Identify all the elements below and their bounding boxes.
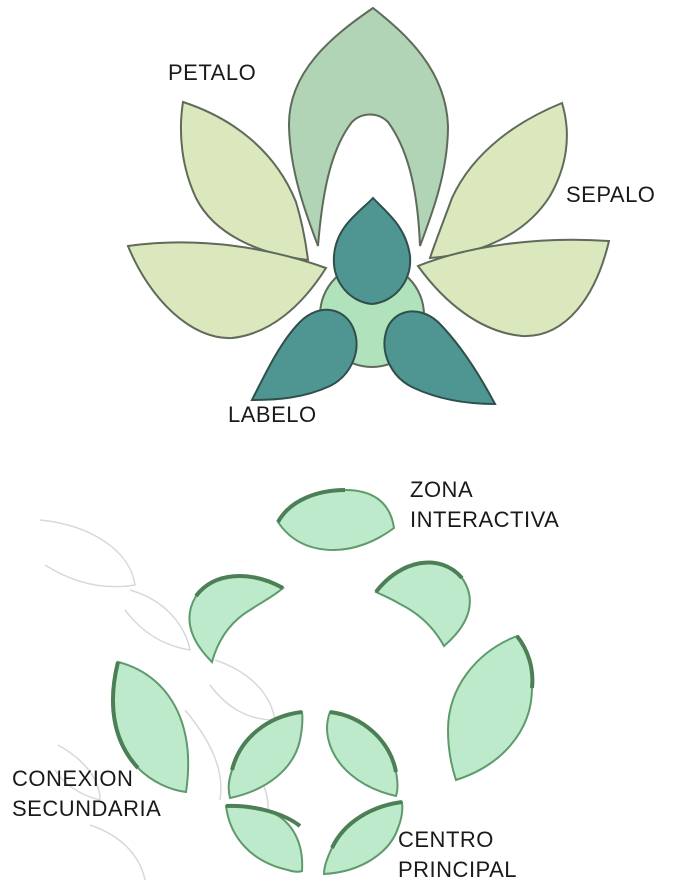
label-petalo: PETALO bbox=[168, 58, 256, 88]
segment-right-leaf bbox=[448, 636, 532, 780]
label-centro-line-1: CENTRO bbox=[398, 825, 517, 855]
label-sepalo-text: SEPALO bbox=[566, 180, 655, 210]
label-labelo: LABELO bbox=[228, 400, 317, 430]
label-petalo-text: PETALO bbox=[168, 58, 256, 88]
label-conexion-line-1: CONEXION bbox=[12, 764, 161, 794]
segment-top bbox=[278, 490, 394, 550]
segments bbox=[113, 490, 532, 874]
label-labelo-text: LABELO bbox=[228, 400, 317, 430]
ghost-arc-1 bbox=[40, 520, 135, 587]
label-conexion-line-2: SECUNDARIA bbox=[12, 794, 161, 824]
label-conexion-secundaria: CONEXION SECUNDARIA bbox=[12, 764, 161, 824]
ghost-arc-2 bbox=[125, 590, 190, 650]
label-zona-line-2: INTERACTIVA bbox=[410, 505, 559, 535]
label-sepalo: SEPALO bbox=[566, 180, 655, 210]
ghost-arc-3 bbox=[210, 660, 275, 720]
label-centro-line-2: PRINCIPAL bbox=[398, 855, 517, 885]
ghost-arc-6 bbox=[90, 825, 145, 880]
label-zona-line-1: ZONA bbox=[410, 475, 559, 505]
label-centro-principal: CENTRO PRINCIPAL bbox=[398, 825, 517, 885]
label-zona-interactiva: ZONA INTERACTIVA bbox=[410, 475, 559, 535]
labellum-top-lobe bbox=[334, 198, 410, 304]
segment-inner-lower-left bbox=[226, 806, 302, 872]
ghost-arc-4 bbox=[185, 710, 221, 800]
labellum-right-lobe bbox=[384, 311, 495, 404]
upper-right-petal bbox=[430, 103, 567, 258]
